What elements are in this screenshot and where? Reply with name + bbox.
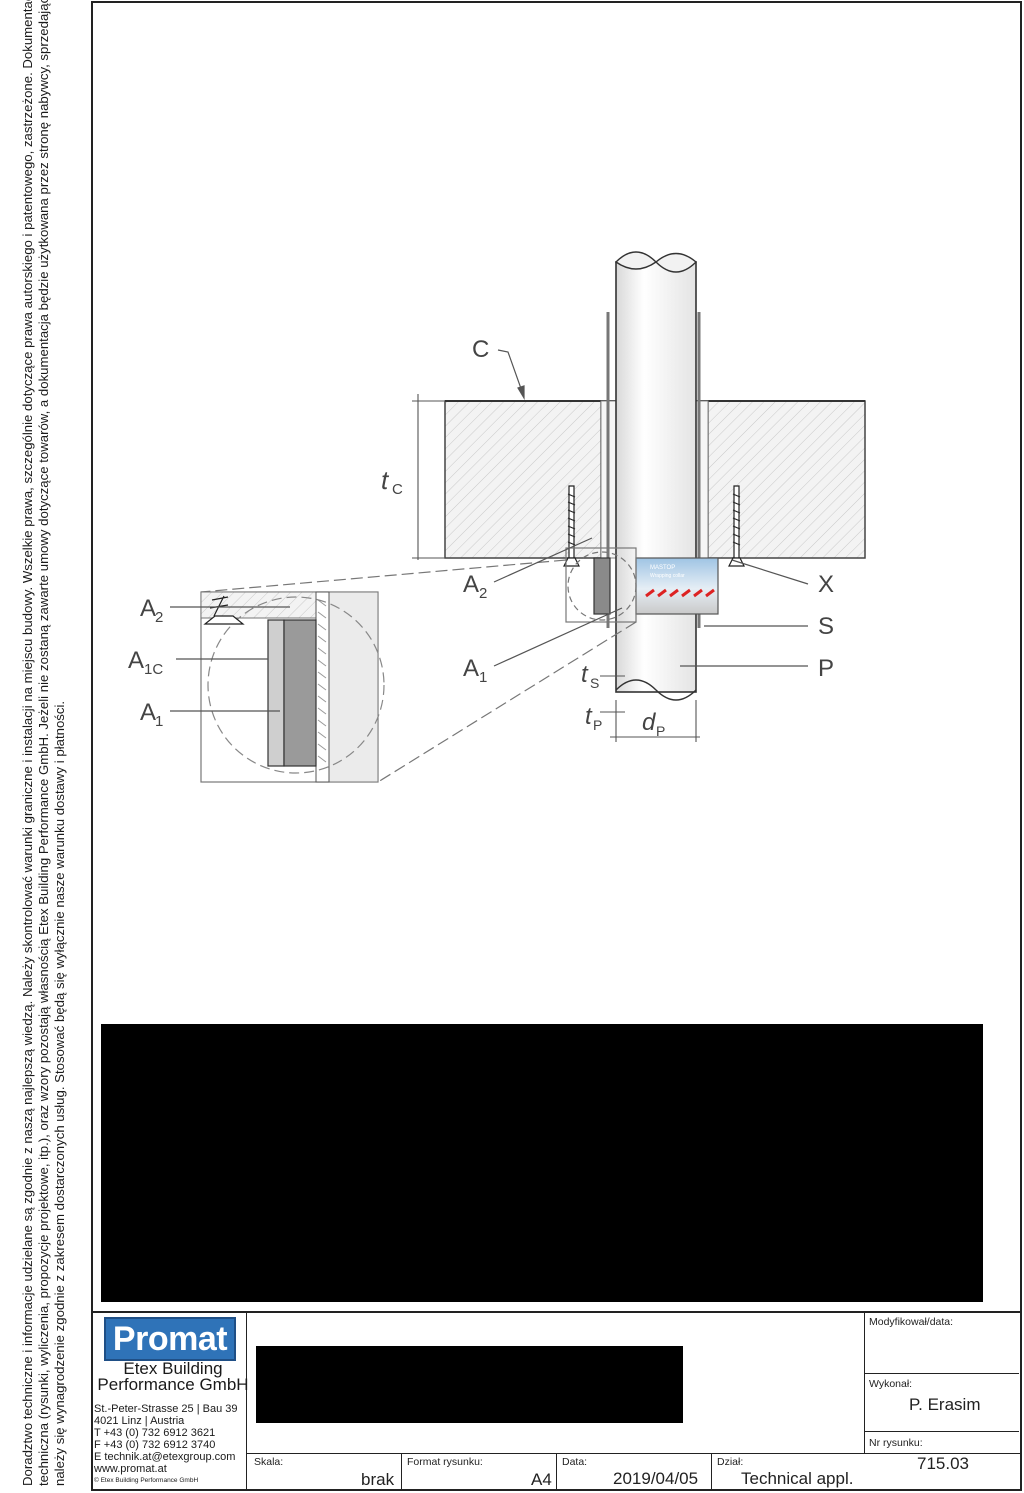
company-cell: Promat Etex Building Performance GmbH St…	[91, 1313, 249, 1491]
label-tp-sub: P	[593, 717, 602, 733]
department-value: Technical appl.	[741, 1469, 854, 1488]
label-a1-sub: 1	[479, 669, 487, 686]
address-line: T +43 (0) 732 6912 3621	[94, 1427, 216, 1439]
format-label: Format rysunku:	[407, 1456, 483, 1468]
label-x: X	[818, 571, 834, 598]
dimension-lines	[412, 394, 700, 742]
label-a2: A	[463, 571, 479, 598]
label-ts: t	[581, 661, 589, 688]
scale-value: brak	[361, 1470, 395, 1489]
modified-label: Modyfikował/data:	[869, 1316, 954, 1328]
revision-column: Modyfikował/data: Wykonał: P. Erasim Nr …	[864, 1313, 1020, 1453]
department-label: Dział:	[717, 1456, 744, 1468]
company-name-line-2: Performance GmbH	[97, 1375, 249, 1394]
date-label: Data:	[562, 1456, 588, 1468]
address-line: 4021 Linz | Austria	[94, 1415, 185, 1427]
detail-label-a1-sub: 1	[155, 713, 163, 730]
title-block: Promat Etex Building Performance GmbH St…	[91, 1311, 1022, 1491]
date-value: 2019/04/05	[613, 1469, 699, 1488]
detail-label-a1: A	[140, 699, 156, 726]
label-ts-sub: S	[590, 675, 599, 691]
leader-lines	[170, 349, 809, 712]
address-line: E technik.at@etexgroup.com	[94, 1451, 236, 1463]
copyright: © Etex Building Performance GmbH	[94, 1477, 199, 1484]
detail-label-a1c-sub: 1C	[144, 661, 163, 678]
label-dp-sub: P	[656, 723, 665, 739]
label-s: S	[818, 613, 834, 640]
drawing-number-label: Nr rysunku:	[869, 1437, 923, 1449]
detail-marker	[200, 547, 637, 783]
label-a1: A	[463, 655, 479, 682]
drawing-number-value: 715.03	[917, 1454, 969, 1473]
made-by-label: Wykonał:	[869, 1378, 913, 1390]
company-name-line-1: Etex Building	[123, 1359, 223, 1378]
detail-label-a2-sub: 2	[155, 609, 163, 626]
collar-brand: MASTOP	[650, 565, 675, 571]
detail-label-a1c: A	[128, 647, 144, 674]
address-line: www.promat.at	[94, 1463, 167, 1475]
scale-label: Skala:	[254, 1456, 284, 1468]
label-p: P	[818, 655, 834, 682]
label-tc-sub: C	[392, 481, 403, 498]
detail-view	[200, 591, 385, 783]
fire-collar: MASTOP Wrapping collar	[593, 557, 719, 615]
screws	[563, 485, 745, 567]
format-value: A4	[531, 1470, 552, 1489]
label-c: C	[472, 336, 489, 363]
address-line: St.-Peter-Strasse 25 | Bau 39	[94, 1403, 238, 1415]
made-by-value: P. Erasim	[909, 1395, 981, 1414]
company-address: St.-Peter-Strasse 25 | Bau 39 4021 Linz …	[94, 1403, 237, 1475]
redacted-area-large	[101, 1024, 983, 1302]
address-line: F +43 (0) 732 6912 3740	[94, 1439, 216, 1451]
technical-drawing: MASTOP Wrapping collar	[128, 251, 866, 783]
company-name: Etex Building Performance GmbH	[93, 1359, 253, 1394]
label-tp: t	[585, 703, 593, 730]
detail-label-a2: A	[140, 595, 156, 622]
pipe	[606, 251, 701, 701]
label-a2-sub: 2	[479, 585, 487, 602]
label-tc: t	[381, 465, 390, 495]
collar-subtitle: Wrapping collar	[650, 573, 685, 579]
redacted-title	[256, 1346, 683, 1423]
label-dp: d	[642, 709, 656, 736]
promat-logo: Promat	[104, 1317, 236, 1361]
